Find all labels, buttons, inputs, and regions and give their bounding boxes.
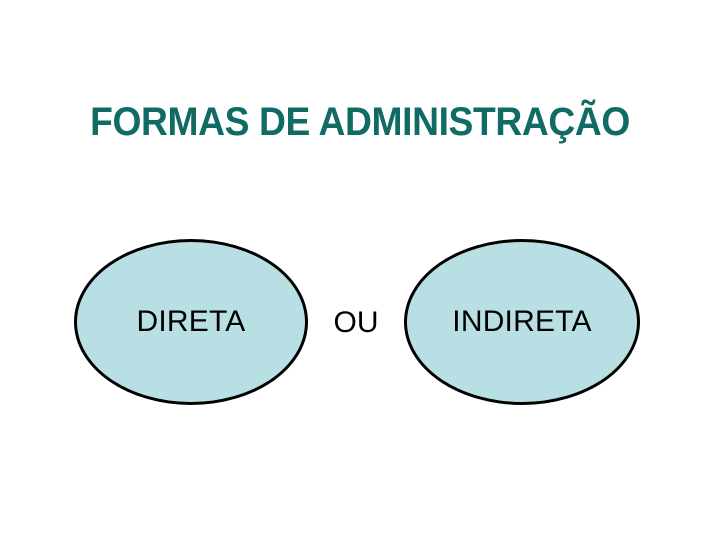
diagram-node-indireta-label: INDIRETA [452, 305, 592, 338]
diagram-node-direta[interactable]: DIRETA [74, 239, 308, 405]
diagram-connector-or: OU [333, 306, 379, 339]
diagram-node-direta-label: DIRETA [136, 305, 246, 338]
page-title: FORMAS DE ADMINISTRAÇÃO [90, 100, 630, 144]
diagram-node-indireta[interactable]: INDIRETA [404, 239, 640, 405]
